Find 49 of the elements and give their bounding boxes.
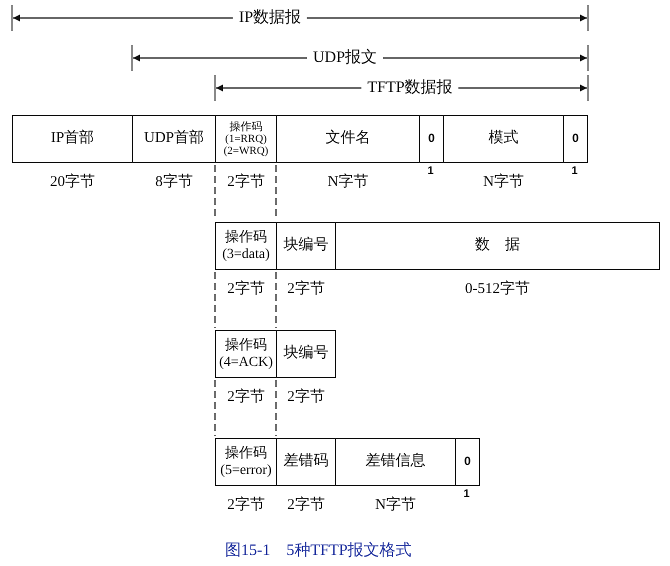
packet-field [335,222,660,270]
byte-count-label: 2字节 [227,387,265,406]
byte-count-label: 2字节 [287,495,325,514]
byte-count-label: N字节 [328,172,368,191]
packet-field [12,115,133,163]
field-name: 文件名 [326,130,370,148]
field-name: 0 [572,132,579,146]
byte-count-label: 2字节 [227,495,265,514]
packet-field [419,115,444,163]
field-name: 模式 [488,130,518,148]
field-size-label: 1 [463,488,470,500]
field-name: 操作码 (5=error) [219,444,273,480]
byte-count-label: N字节 [375,495,416,514]
packet-field [215,115,277,163]
field-name: 0 [428,132,435,146]
byte-count-label: N字节 [483,172,524,191]
packet-field [276,222,336,270]
field-name: 0 [464,455,471,469]
packet-field [563,115,588,163]
packet-field [276,438,336,486]
byte-count-label: 2字节 [227,172,265,191]
field-name: 操作码 (1=RRQ) (2=WRQ) [222,120,270,158]
packet-field [335,438,456,486]
packet-field [215,438,277,486]
byte-count-label: 2字节 [227,279,265,298]
field-name: 操作码 (3=data) [221,228,271,264]
byte-count-label: 2字节 [287,387,325,406]
packet-field [215,222,277,270]
field-name: UDP首部 [144,130,204,148]
byte-count-label: 0-512字节 [465,279,530,298]
field-name: IP首部 [50,130,94,148]
field-name: 数 据 [475,237,520,255]
packet-field [276,330,336,378]
field-name: 块编号 [284,237,328,255]
packet-field [132,115,216,163]
packet-field [443,115,564,163]
field-name: 差错码 [284,453,328,471]
byte-count-label: 2字节 [287,279,325,298]
field-size-label: 1 [427,165,434,177]
field-size-label: 1 [571,165,578,177]
packet-field [276,115,420,163]
field-name: 差错信息 [366,453,426,471]
figure-caption: 图15-1 5种TFTP报文格式 [225,540,412,561]
byte-count-label: 8字节 [155,172,193,191]
packet-field [215,330,277,378]
field-name: 块编号 [284,345,328,363]
field-name: 操作码 (4=ACK) [218,336,274,372]
packet-field [455,438,480,486]
byte-count-label: 20字节 [50,172,95,191]
